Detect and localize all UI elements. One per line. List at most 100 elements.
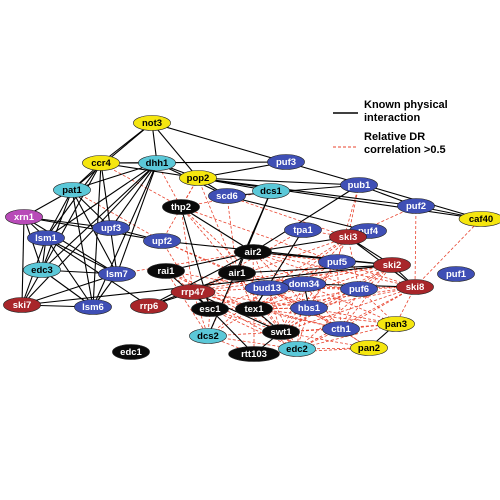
node-ski2[interactable]: ski2 [373,257,411,273]
dr-edge-puf6-tex1 [253,288,360,310]
node-bud13[interactable]: bud13 [244,280,290,296]
node-upf3[interactable]: upf3 [92,220,130,236]
node-rtt103[interactable]: rtt103 [228,346,280,362]
node-puf1[interactable]: puf1 [437,266,475,282]
dr-edge-caf40-ski8 [414,218,482,288]
node-puf2[interactable]: puf2 [397,198,435,214]
node-lsm1[interactable]: lsm1 [27,230,65,246]
node-shape-upf3 [92,220,130,236]
node-shape-edc2 [278,341,316,357]
node-scd6[interactable]: scd6 [208,188,246,204]
node-not3[interactable]: not3 [133,115,171,131]
dr-edge-thp2-rrp47 [180,206,194,293]
node-label-tex1: tex1 [244,304,264,315]
dr-edge-scd6-ski3 [226,195,349,238]
physical-edge-lsm7-ski7 [21,273,118,306]
physical-edge-dhh1-lsm1 [45,162,158,239]
node-label-ccr4: ccr4 [91,158,111,169]
node-label-edc2: edc2 [286,344,308,355]
node-shape-rrp6 [130,298,168,314]
node-pub1[interactable]: pub1 [340,177,378,193]
dr-edge-rrp47-hbs1 [192,291,310,309]
node-puf3[interactable]: puf3 [267,154,305,170]
node-label-dom34: dom34 [289,279,320,290]
dr-edge-pat1-upf2 [71,189,163,242]
dr-edge-esc1-edc2 [209,308,298,350]
physical-edge-scd6-puf4 [226,195,369,232]
dr-edge-ski3-rrp47 [192,236,349,293]
node-shape-lsm1 [27,230,65,246]
node-label-edc1: edc1 [120,347,142,358]
node-cth1[interactable]: cth1 [322,321,360,337]
node-caf40[interactable]: caf40 [458,211,500,227]
node-puf5[interactable]: puf5 [318,254,356,270]
node-dcs1[interactable]: dcs1 [252,183,290,199]
node-label-xrn1: xrn1 [14,212,35,223]
node-shape-puf6 [340,281,378,297]
physical-edge-lsm1-rrp6 [45,237,150,307]
dr-edge-pub1-puf5 [336,184,360,263]
node-ski3[interactable]: ski3 [329,229,367,245]
node-pan3[interactable]: pan3 [377,316,415,332]
node-pat1[interactable]: pat1 [53,182,91,198]
node-label-ski2: ski2 [383,260,402,271]
node-pop2[interactable]: pop2 [179,170,217,186]
node-pan2[interactable]: pan2 [350,340,388,356]
node-label-puf2: puf2 [406,201,426,212]
node-tex1[interactable]: tex1 [235,301,273,317]
node-shape-ccr4 [82,155,120,171]
physical-edge-ccr4-puf3 [100,161,287,164]
node-edc3[interactable]: edc3 [23,262,61,278]
node-label-rrp6: rrp6 [140,301,158,312]
node-shape-pan2 [350,340,388,356]
node-xrn1[interactable]: xrn1 [5,209,43,225]
physical-edge-dhh1-upf3 [110,162,158,229]
node-rrp47[interactable]: rrp47 [170,284,216,300]
node-label-lsm7: lsm7 [106,269,128,280]
node-ski8[interactable]: ski8 [396,279,434,295]
node-upf2[interactable]: upf2 [143,233,181,249]
dr-edge-tex1-dcs2 [207,308,255,337]
node-shape-scd6 [208,188,246,204]
physical-edge-not3-pop2 [151,122,199,179]
physical-edge-dcs1-air1 [236,190,272,274]
node-label-dcs2: dcs2 [197,331,219,342]
node-rai1[interactable]: rai1 [147,263,185,279]
node-label-puf3: puf3 [276,157,296,168]
node-air2[interactable]: air2 [234,244,272,260]
legend-physical-label-line2: interaction [364,112,421,124]
node-puf6[interactable]: puf6 [340,281,378,297]
node-esc1[interactable]: esc1 [191,301,229,317]
node-ski7[interactable]: ski7 [3,297,41,313]
dr-edge-puf5-ski8 [336,261,416,288]
dr-edge-lsm7-air2 [116,251,254,275]
physical-edge-pop2-puf2 [197,177,417,207]
node-thp2[interactable]: thp2 [162,199,200,215]
node-label-air2: air2 [245,247,262,258]
node-shape-puf3 [267,154,305,170]
node-lsm7[interactable]: lsm7 [98,266,136,282]
node-label-rtt103: rtt103 [241,349,267,360]
node-tpa1[interactable]: tpa1 [284,222,322,238]
node-shape-upf2 [143,233,181,249]
node-label-upf2: upf2 [152,236,172,247]
node-dhh1[interactable]: dhh1 [138,155,176,171]
node-ccr4[interactable]: ccr4 [82,155,120,171]
physical-edge-ccr4-edc3 [41,162,102,271]
node-swt1[interactable]: swt1 [262,324,300,340]
physical-edge-ccr4-lsm6 [92,162,102,308]
node-edc1[interactable]: edc1 [112,344,150,360]
dr-edge-ski2-cth1 [340,264,393,330]
node-air1[interactable]: air1 [218,265,256,281]
node-dcs2[interactable]: dcs2 [189,328,227,344]
node-shape-xrn1 [5,209,43,225]
node-lsm6[interactable]: lsm6 [74,299,112,315]
node-shape-lsm7 [98,266,136,282]
node-shape-dcs1 [252,183,290,199]
node-edc2[interactable]: edc2 [278,341,316,357]
node-shape-pan3 [377,316,415,332]
node-label-dcs1: dcs1 [260,186,282,197]
node-hbs1[interactable]: hbs1 [290,300,328,316]
node-rrp6[interactable]: rrp6 [130,298,168,314]
